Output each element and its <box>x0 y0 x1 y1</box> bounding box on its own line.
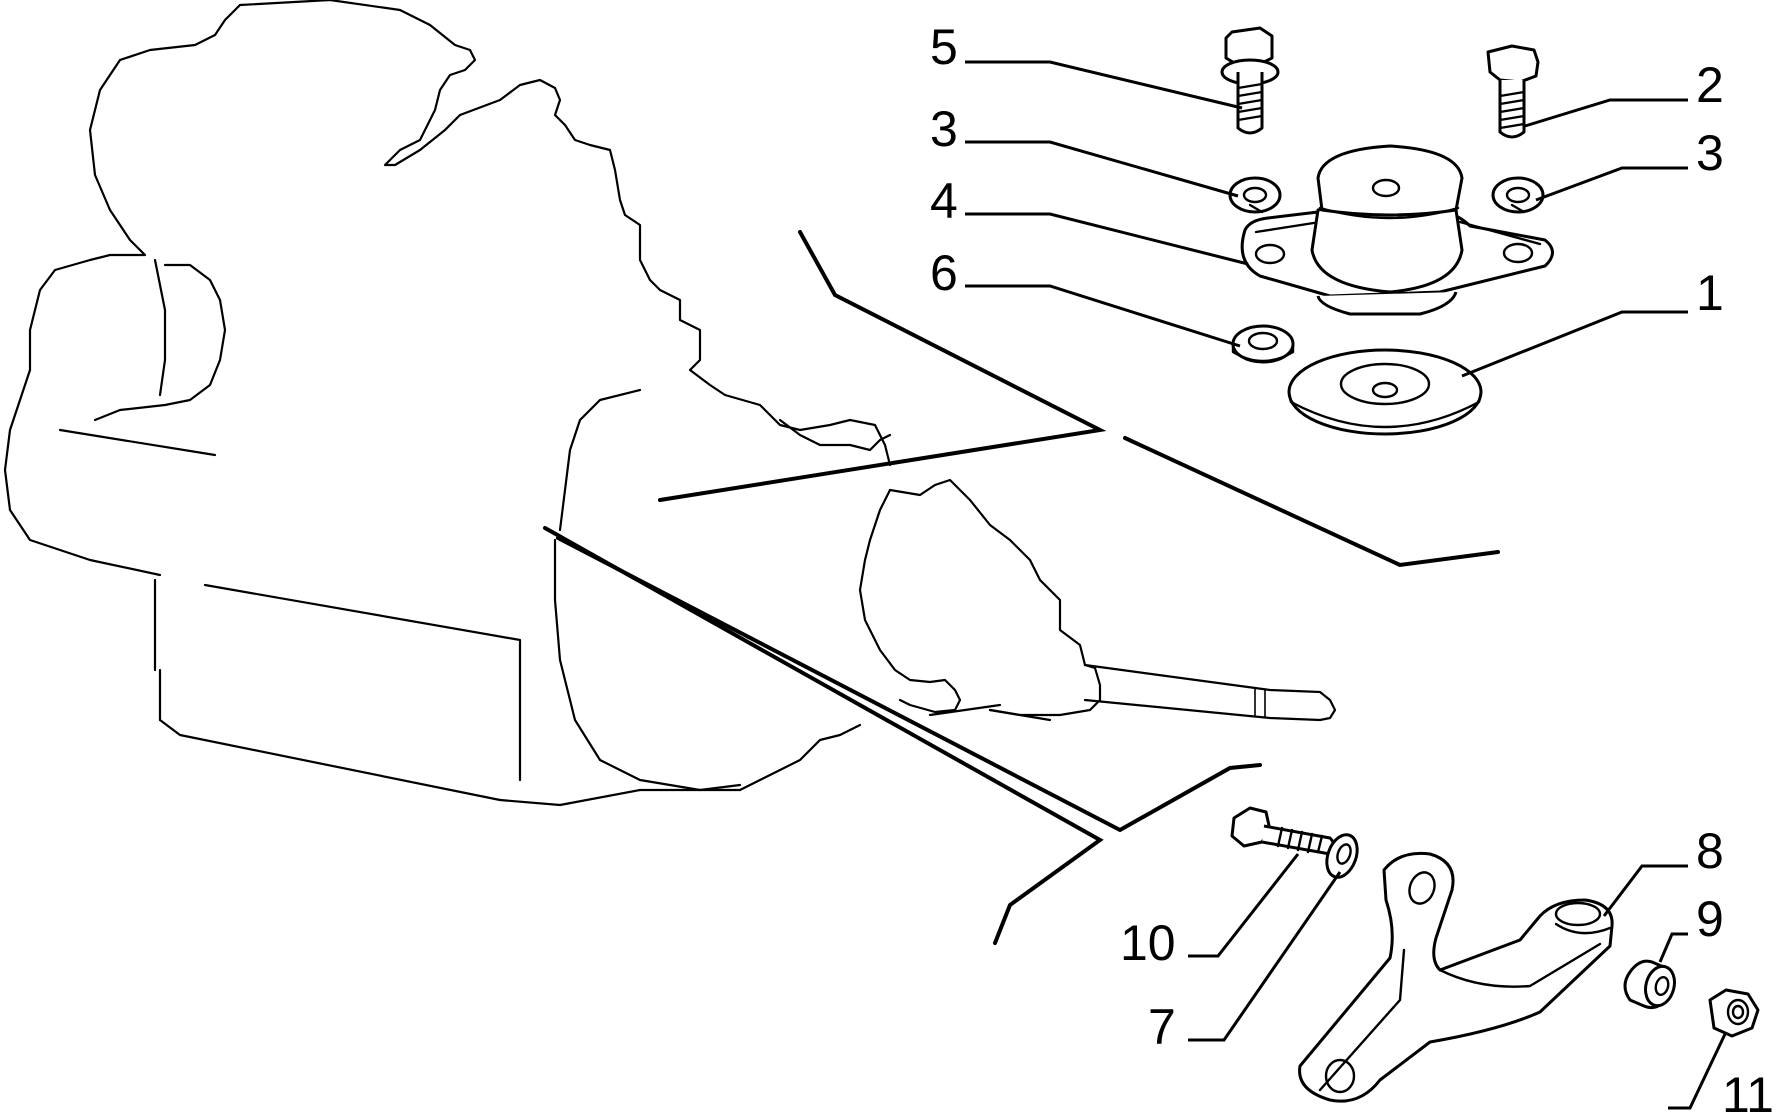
callout-2: 2 <box>1696 57 1724 113</box>
bolt-10 <box>1230 806 1336 856</box>
callout-7: 7 <box>1148 999 1176 1055</box>
leader-lines <box>965 60 1728 1110</box>
callout-3-left: 3 <box>930 101 958 157</box>
callout-4: 4 <box>930 173 958 229</box>
callout-6: 6 <box>930 245 958 301</box>
callout-10: 10 <box>1120 915 1176 971</box>
callout-labels: 5 3 4 6 2 3 1 10 7 8 9 11 <box>930 19 1774 1116</box>
callout-1: 1 <box>1696 265 1724 321</box>
callout-3-right: 3 <box>1696 125 1724 181</box>
callout-9: 9 <box>1696 891 1724 947</box>
split-washer-3-right <box>1491 176 1545 214</box>
bushing-9 <box>1623 959 1676 1010</box>
bolt-5 <box>1220 26 1280 135</box>
bolt-2 <box>1486 44 1540 139</box>
spacer-ring-6 <box>1231 324 1295 364</box>
engine-mount-4 <box>1240 144 1554 316</box>
callout-5: 5 <box>930 19 958 75</box>
reference-lines <box>543 230 1500 945</box>
washer-7 <box>1325 833 1359 879</box>
engine-gearbox-assembly <box>3 0 1337 807</box>
mount-plate-1 <box>1287 348 1483 436</box>
callout-11: 11 <box>1722 1067 1774 1116</box>
split-washer-3-left <box>1228 176 1282 214</box>
callout-8: 8 <box>1696 823 1724 879</box>
nut-11 <box>1708 988 1760 1038</box>
bracket-8 <box>1298 851 1614 1103</box>
